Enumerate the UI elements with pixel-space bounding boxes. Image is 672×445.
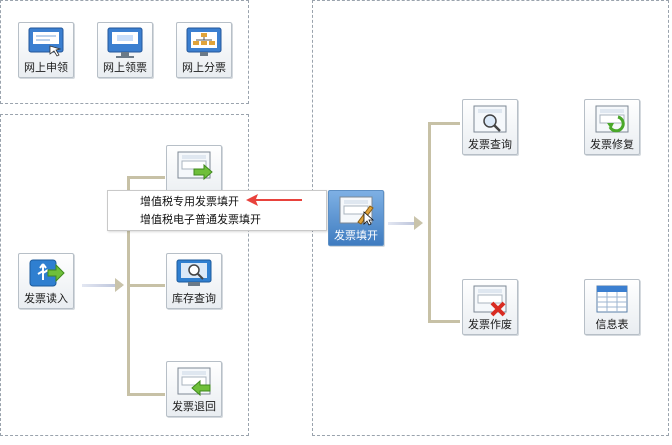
online-receive-button[interactable]: 网上领票 (97, 22, 153, 78)
online-distribute-icon (186, 27, 222, 56)
invoice-return-icon (177, 367, 211, 397)
online-receive-icon (107, 27, 143, 58)
invoice-void-icon (473, 285, 507, 317)
connector-arrow (82, 284, 122, 287)
red-pointer-arrow-icon (246, 194, 302, 206)
connector (428, 122, 431, 322)
menu-item-vat-special[interactable]: 增值税专用发票填开 (140, 196, 239, 208)
connector (428, 320, 460, 323)
invoice-issue-label: 发票填开 (334, 230, 378, 242)
invoice-query-label: 发票查询 (468, 139, 512, 151)
monitor-search-icon (176, 259, 212, 286)
invoice-repair-button[interactable]: 发票修复 (584, 99, 640, 155)
invoice-fill-icon (177, 151, 213, 181)
invoice-pen-icon (339, 196, 375, 226)
invoice-repair-label: 发票修复 (590, 139, 634, 151)
info-table-button[interactable]: 信息表 (584, 279, 640, 335)
connector-arrowhead (414, 216, 423, 230)
invoice-return-label: 发票退回 (172, 401, 216, 413)
connector (428, 122, 460, 125)
invoice-return-button[interactable]: 发票退回 (166, 361, 222, 417)
online-apply-label: 网上申领 (24, 62, 68, 74)
invoice-issue-button[interactable]: 发票填开 (328, 190, 384, 246)
connector-arrow (388, 222, 418, 225)
connector-arrowhead (115, 278, 124, 292)
invoice-fill-context-menu: 增值税专用发票填开 增值税电子普通发票填开 (107, 190, 327, 231)
online-apply-button[interactable]: 网上申领 (18, 22, 74, 78)
invoice-search-icon (473, 105, 507, 133)
online-apply-icon (28, 27, 64, 57)
invoice-read-button[interactable]: 发票读入 (18, 253, 74, 309)
online-distribute-button[interactable]: 网上分票 (176, 22, 232, 78)
invoice-repair-icon (595, 105, 629, 133)
stock-query-button[interactable]: 库存查询 (166, 253, 222, 309)
invoice-void-button[interactable]: 发票作废 (462, 279, 518, 335)
online-receive-label: 网上领票 (103, 62, 147, 74)
stock-query-label: 库存查询 (172, 293, 216, 305)
invoice-query-button[interactable]: 发票查询 (462, 99, 518, 155)
table-icon (596, 285, 628, 313)
menu-item-vat-electronic[interactable]: 增值税电子普通发票填开 (140, 214, 261, 226)
usb-import-icon (29, 259, 65, 287)
info-table-label: 信息表 (595, 319, 629, 331)
connector (127, 393, 165, 396)
online-distribute-label: 网上分票 (182, 62, 226, 74)
connector (127, 284, 165, 287)
connector (127, 176, 165, 179)
invoice-read-label: 发票读入 (24, 293, 68, 305)
invoice-void-label: 发票作废 (468, 319, 512, 331)
